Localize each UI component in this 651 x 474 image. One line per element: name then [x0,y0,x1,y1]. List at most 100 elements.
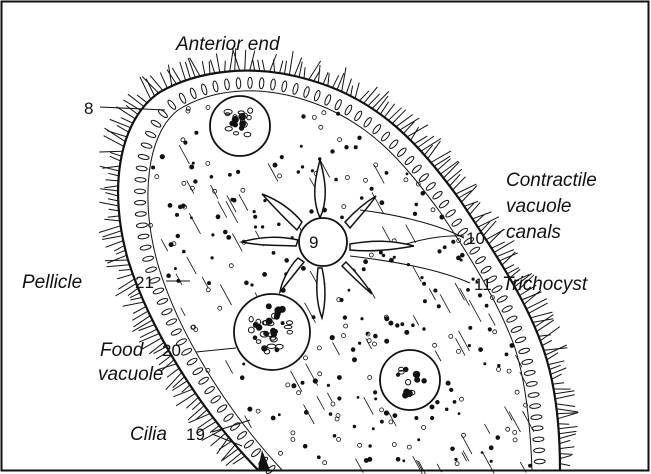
cilium [453,177,466,190]
food-particle [274,314,279,319]
trichocyst-oval [496,295,508,304]
cytoplasm-streak [459,331,470,351]
granule [405,330,409,334]
cilium [140,329,157,338]
granule [451,447,455,451]
food-particle [264,331,268,335]
cilium [537,320,554,332]
granule-ring [497,367,501,371]
cytoplasm-streak [440,294,450,313]
cilium [318,65,320,83]
cilium [559,427,578,429]
oral-groove-mark [258,450,270,470]
trichocyst-oval [134,189,145,194]
cilium [118,279,134,289]
granule [211,257,213,259]
trichocyst-oval [533,437,544,442]
cytoplasm-streak [187,181,194,194]
granule [338,397,341,400]
label-pellicle: Pellicle [22,272,82,293]
granule [333,435,336,438]
granule [297,171,299,173]
granule-ring [278,174,282,178]
canal-right [350,241,414,251]
cilium [216,54,219,73]
granule [437,305,440,308]
label-8: 8 [84,99,93,118]
granule [229,173,232,176]
granule-ring [297,391,301,395]
granule [406,173,408,175]
cilium [548,361,564,365]
label-21: 21 [135,273,154,292]
cilium [99,226,121,233]
granule [273,163,277,167]
trichocyst-oval [292,83,299,95]
granule [254,226,256,228]
granule [264,200,266,202]
cilium [117,274,133,279]
cilium [185,62,190,79]
granule-ring [322,111,326,115]
cilium [333,75,339,87]
granule-ring [291,437,295,441]
granule-ring [206,161,210,165]
food-particle [275,307,282,314]
granule-ring [344,324,348,328]
granule [393,414,397,418]
cytoplasm-streak [189,213,200,234]
granule [341,216,344,219]
cytoplasm-streak [413,315,419,325]
trichocyst-oval [534,459,545,464]
cilium [104,219,120,221]
trichocyst-oval [506,315,518,324]
cilium [105,260,128,261]
granule [360,197,363,200]
granule [152,166,155,169]
cytoplasm-streak [469,300,481,322]
cilium [560,447,575,449]
granule [469,326,472,329]
cilium [323,72,328,84]
cilium [555,395,574,399]
trichocyst-oval [189,87,197,99]
granule [359,342,361,344]
trichocyst-oval [135,200,146,205]
cilium [186,397,198,408]
food-particle [403,393,408,398]
granule [335,178,338,181]
granule [227,236,231,240]
cilium [115,284,136,296]
trichocyst-oval [432,190,443,200]
granule [379,251,382,254]
granule-ring [369,253,373,257]
contractile-vacuole-circle [299,218,347,266]
granule-ring [513,430,517,434]
granule-ring [342,334,346,338]
cilium [346,79,351,94]
granule [529,464,532,467]
granule [245,281,249,285]
granule [362,268,365,271]
cilium [176,393,196,406]
granule [423,328,425,330]
food-particle [266,304,271,309]
granule-ring [286,383,290,387]
trichocyst-oval [372,124,382,135]
food-particle [281,322,284,325]
granule [337,112,340,115]
cytoplasm-streak [364,397,374,414]
cilium [364,87,378,103]
trichocyst-oval [396,147,407,158]
granule-ring [433,343,437,347]
cilium [304,67,305,78]
cytoplasm-streak [455,283,465,300]
granule [455,458,457,460]
granule-ring [392,443,396,447]
trichocyst-oval [136,165,148,171]
granule [446,381,450,385]
granule [302,267,306,271]
granule [190,165,194,169]
cilium [134,316,151,327]
trichocyst-oval [243,439,254,449]
